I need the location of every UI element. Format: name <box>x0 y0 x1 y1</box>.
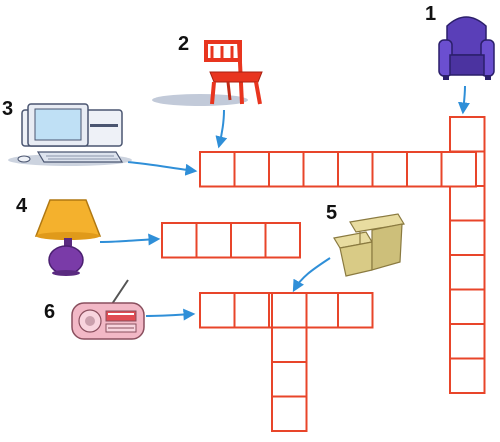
grid-cell-word-1[interactable] <box>449 219 486 256</box>
clue-arrows <box>99 85 470 321</box>
clue-number-5: 5 <box>326 202 338 224</box>
grid-cell-word-6[interactable] <box>337 292 374 329</box>
arrow-1 <box>457 85 470 115</box>
computer-icon <box>8 103 132 166</box>
grid-cell-word-3[interactable] <box>337 151 374 188</box>
grid-cell-word-1[interactable] <box>449 116 486 153</box>
school-desk-icon <box>333 213 405 277</box>
grid-cell-word-3[interactable] <box>268 151 305 188</box>
lamp-icon <box>34 199 102 276</box>
chair-icon <box>152 40 263 106</box>
grid-cell-word-1[interactable] <box>449 254 486 291</box>
grid-cell-word-6[interactable] <box>302 292 339 329</box>
grid-cell-word-3[interactable] <box>199 151 236 188</box>
grid-cell-word-3[interactable] <box>233 151 270 188</box>
grid-cell-word-3[interactable] <box>371 151 408 188</box>
armchair-icon <box>438 16 495 80</box>
clue-number-1: 1 <box>425 3 437 25</box>
grid-cell-word-4[interactable] <box>195 222 232 259</box>
grid-cell-word-3[interactable] <box>406 151 443 188</box>
grid-cell-word-1[interactable] <box>449 185 486 222</box>
grid-cell-word-3[interactable] <box>302 151 339 188</box>
grid-cell-word-1[interactable] <box>449 288 486 325</box>
arrow-6 <box>145 308 196 321</box>
arrow-3 <box>127 161 198 176</box>
grid-cell-word-4[interactable] <box>161 222 198 259</box>
clue-number-6: 6 <box>44 301 56 323</box>
grid-cell-word-3[interactable] <box>440 151 477 188</box>
grid-cell-word-5[interactable] <box>271 326 308 363</box>
clue-number-2: 2 <box>178 33 190 55</box>
grid-cell-word-5[interactable] <box>271 395 308 432</box>
arrow-2 <box>215 109 228 149</box>
arrow-5 <box>292 257 331 293</box>
grid-cell-word-5[interactable] <box>271 361 308 398</box>
grid-cell-word-6[interactable] <box>199 292 236 329</box>
arrow-4 <box>99 233 161 246</box>
grid-cell-word-5[interactable] <box>271 292 308 329</box>
grid-cell-word-6[interactable] <box>233 292 270 329</box>
radio-icon <box>71 279 145 340</box>
clue-number-4: 4 <box>16 195 28 217</box>
clue-number-3: 3 <box>2 98 14 120</box>
grid-cell-word-1[interactable] <box>449 357 486 394</box>
grid-cell-word-1[interactable] <box>449 323 486 360</box>
grid-cell-word-4[interactable] <box>264 222 301 259</box>
grid-cell-word-4[interactable] <box>230 222 267 259</box>
crossword-grid <box>161 116 486 432</box>
